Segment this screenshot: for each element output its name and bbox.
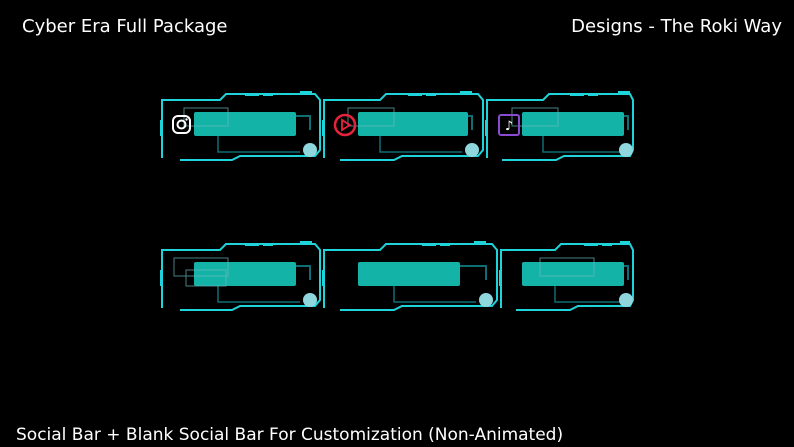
tiktok-icon[interactable]: ♪ — [498, 114, 520, 136]
caption: Social Bar + Blank Social Bar For Custom… — [16, 425, 564, 445]
package-title: Cyber Era Full Package — [22, 16, 228, 37]
blank-social-bar — [160, 241, 634, 311]
instagram-icon[interactable] — [172, 115, 191, 134]
youtube-icon[interactable] — [333, 113, 357, 137]
brand-title: Designs - The Roki Way — [571, 16, 782, 37]
svg-text:♪: ♪ — [505, 119, 513, 134]
social-bar: ♪ — [160, 91, 634, 161]
